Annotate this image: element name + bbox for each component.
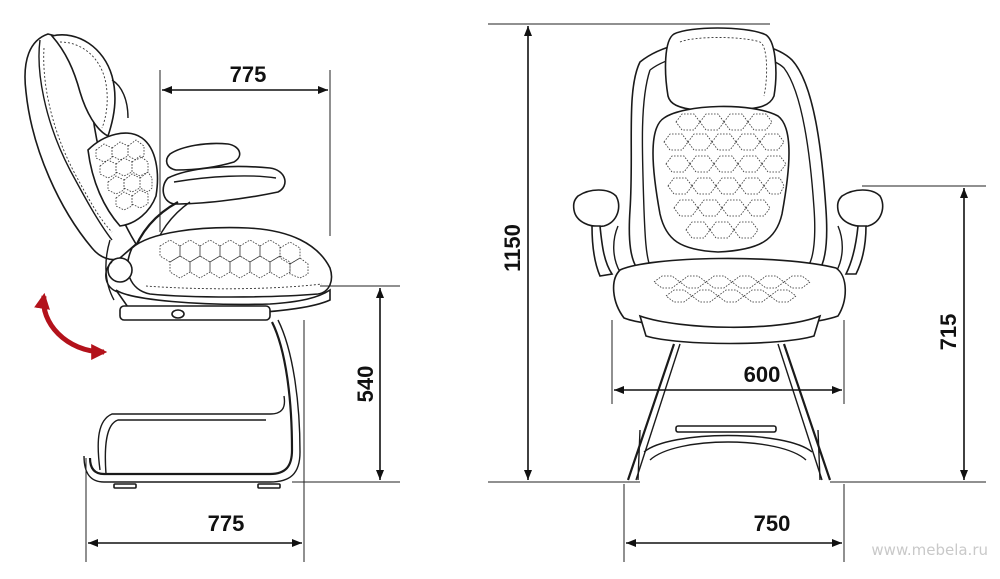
dim-side-bottom-depth: 775 xyxy=(208,511,245,536)
dim-armrest-height: 715 xyxy=(936,314,961,351)
dim-seat-width: 600 xyxy=(744,362,781,387)
dim-base-width: 750 xyxy=(754,511,791,536)
front-view-chair xyxy=(572,27,884,481)
watermark: www.mebela.ru xyxy=(871,541,988,559)
tilt-arrow xyxy=(34,292,108,360)
dim-side-top-depth: 775 xyxy=(230,62,267,87)
dimension-lines xyxy=(85,23,986,562)
side-view-chair xyxy=(24,33,333,489)
dim-seat-height: 540 xyxy=(353,366,378,403)
dim-total-height: 1150 xyxy=(500,224,525,272)
